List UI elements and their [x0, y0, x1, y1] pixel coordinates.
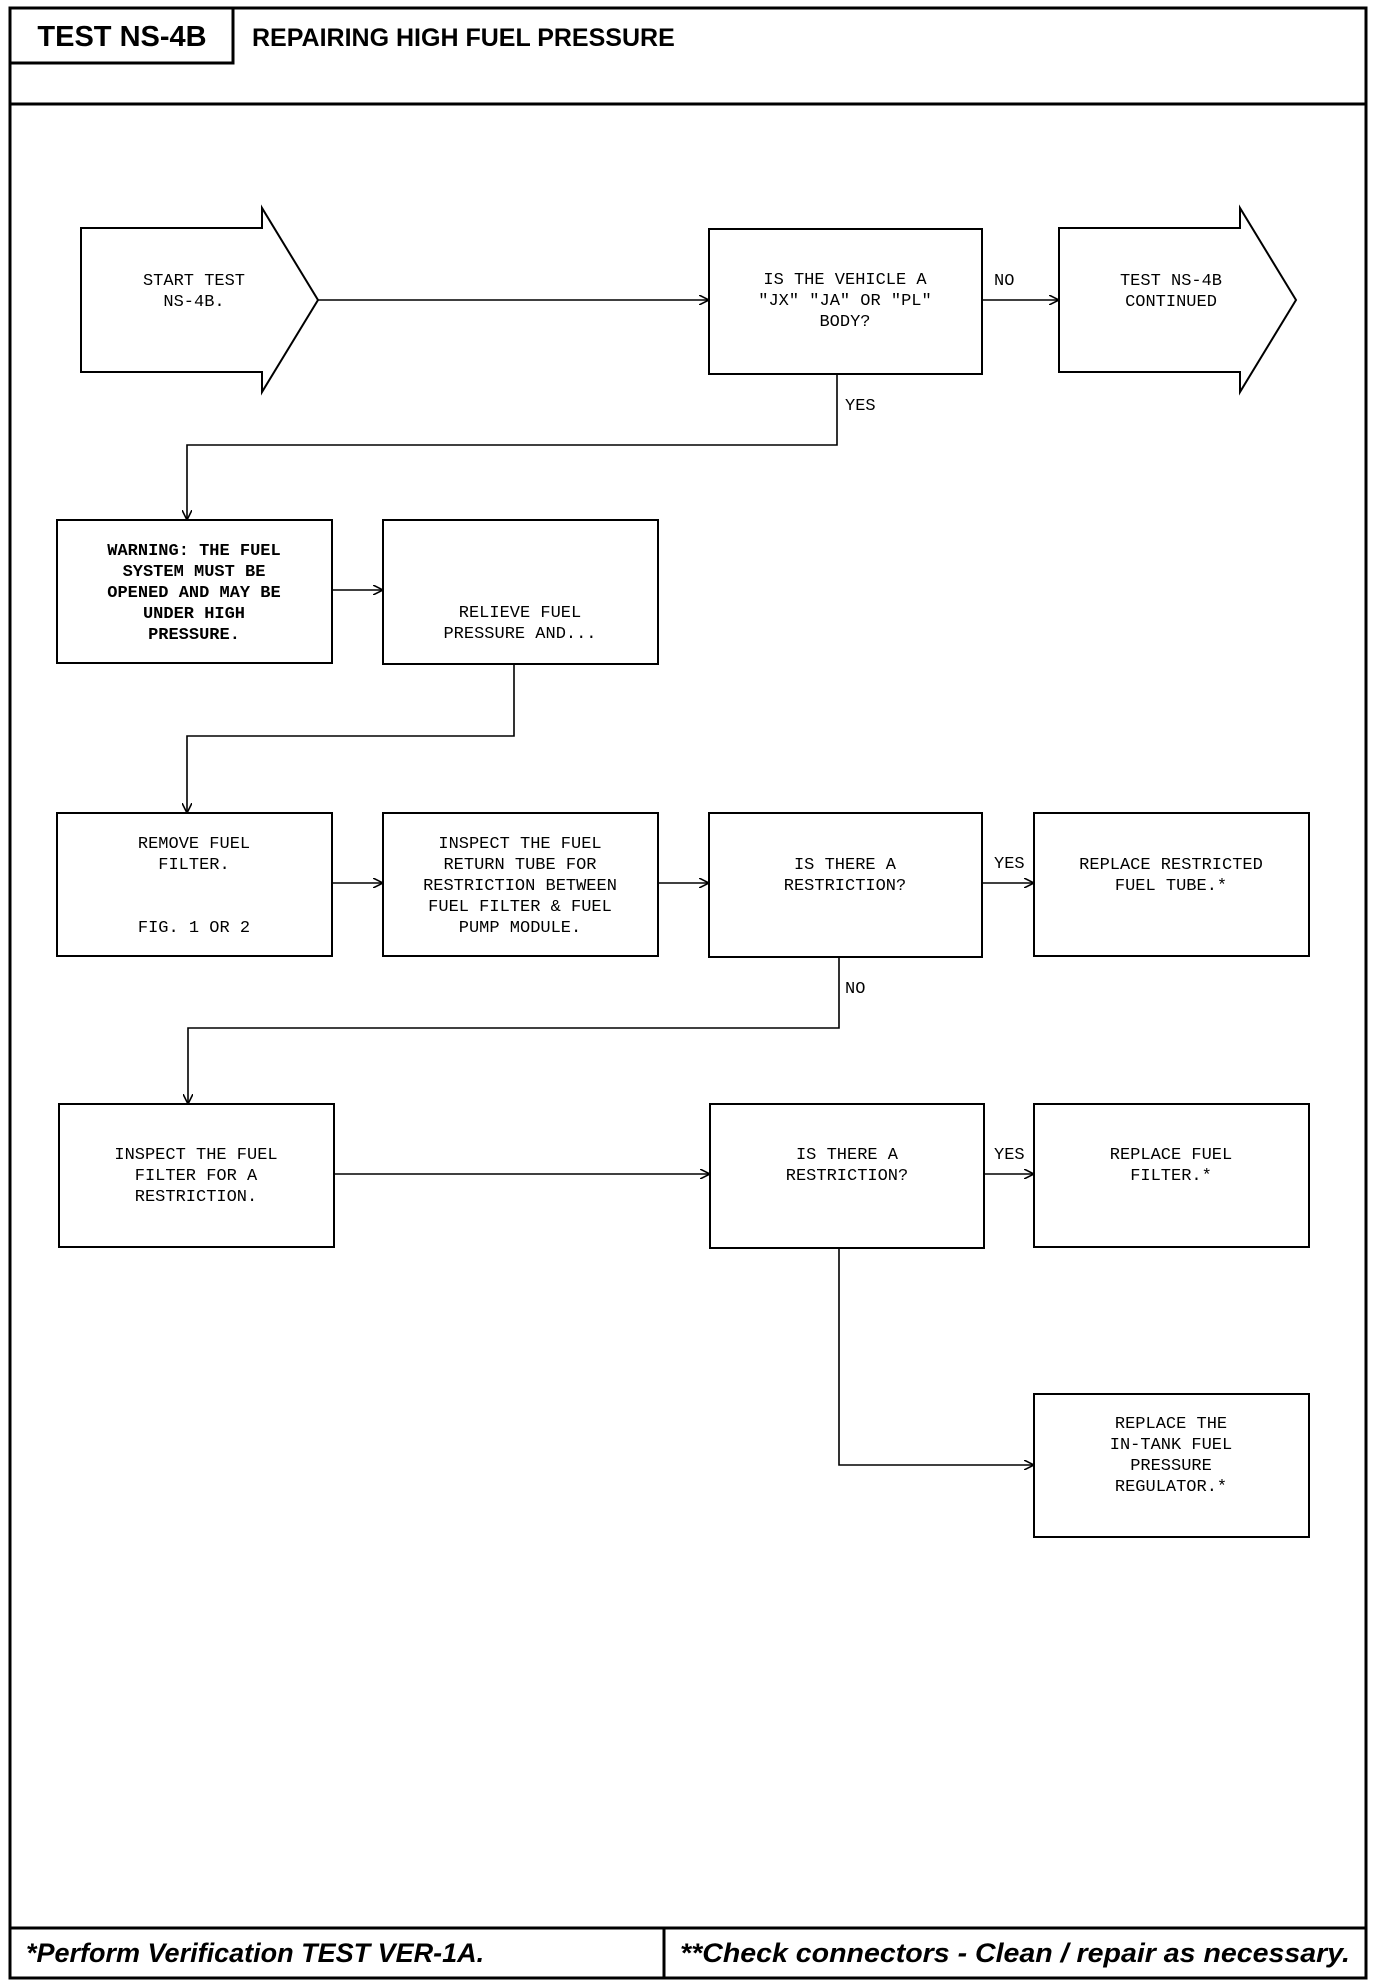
footer-note-connectors: **Check connectors - Clean / repair as n… [680, 1938, 1350, 1968]
warning-line: WARNING: THE FUEL [107, 542, 280, 561]
node-line: PRESSURE [1130, 1457, 1212, 1476]
node-line: REGULATOR.* [1115, 1478, 1227, 1497]
connectors [187, 300, 1059, 1465]
node-line: "JX" "JA" OR "PL" [758, 292, 931, 311]
inspect-filter-node: INSPECT THE FUEL FILTER FOR A RESTRICTIO… [58, 1103, 335, 1248]
edge-labels: NO YES YES NO YES [845, 272, 1025, 1165]
label-no: NO [845, 980, 865, 999]
node-line: FILTER. [158, 856, 229, 875]
warning-line: UNDER HIGH [143, 605, 245, 624]
footer-note-verification: *Perform Verification TEST VER-1A. [26, 1938, 484, 1968]
node-line: RESTRICTION BETWEEN [423, 877, 617, 896]
inspect-return-tube-node: INSPECT THE FUEL RETURN TUBE FOR RESTRIC… [382, 812, 659, 957]
node-line: RESTRICTION? [784, 877, 906, 896]
node-line: PRESSURE AND... [443, 625, 596, 644]
node-line: BODY? [819, 313, 870, 332]
footer: *Perform Verification TEST VER-1A. **Che… [10, 1926, 1366, 1978]
remove-filter-node: REMOVE FUEL FILTER. FIG. 1 OR 2 [56, 812, 333, 957]
node-line: REPLACE FUEL [1110, 1146, 1232, 1165]
arrow-relieve-to-remove-filter [187, 664, 515, 813]
test-continued-node: TEST NS-4B CONTINUED [1058, 204, 1298, 396]
replace-regulator-node: REPLACE THE IN-TANK FUEL PRESSURE REGULA… [1033, 1393, 1310, 1538]
node-line: REPLACE RESTRICTED [1079, 856, 1263, 875]
label-yes: YES [845, 397, 876, 416]
header: TEST NS-4B REPAIRING HIGH FUEL PRESSURE [8, 6, 1366, 106]
warning-line: OPENED AND MAY BE [107, 584, 280, 603]
page-title: REPAIRING HIGH FUEL PRESSURE [252, 24, 675, 52]
warning-node: WARNING: THE FUEL SYSTEM MUST BE OPENED … [56, 519, 333, 664]
node-line: RESTRICTION? [786, 1167, 908, 1186]
node-line: CONTINUED [1125, 293, 1217, 312]
node-line: INSPECT THE FUEL [438, 835, 601, 854]
node-line: RELIEVE FUEL [459, 604, 581, 623]
warning-line: SYSTEM MUST BE [123, 563, 266, 582]
page-border [8, 6, 1368, 1980]
node-line: REMOVE FUEL [138, 835, 250, 854]
label-yes: YES [994, 855, 1025, 874]
node-line: NS-4B. [163, 293, 224, 312]
warning-line: PRESSURE. [148, 626, 240, 645]
node-line: RESTRICTION. [135, 1188, 257, 1207]
arrow-no-to-replace-regulator [838, 1248, 1034, 1465]
node-line: INSPECT THE FUEL [114, 1146, 277, 1165]
test-id-box [8, 6, 235, 65]
test-id: TEST NS-4B [37, 21, 206, 53]
figure-reference: FIG. 1 OR 2 [138, 919, 250, 938]
node-line: START TEST [143, 272, 245, 291]
node-line: FILTER FOR A [135, 1167, 258, 1186]
replace-tube-node: REPLACE RESTRICTED FUEL TUBE.* [1033, 812, 1310, 957]
filter-restriction-question-node: IS THERE A RESTRICTION? [709, 1103, 985, 1249]
vehicle-body-question-node: IS THE VEHICLE A "JX" "JA" OR "PL" BODY? [708, 228, 983, 375]
node-line: TEST NS-4B [1120, 272, 1222, 291]
node-line: IN-TANK FUEL [1110, 1436, 1232, 1455]
node-line: IS THERE A [796, 1146, 899, 1165]
node-line: PUMP MODULE. [459, 919, 581, 938]
arrow-no-to-inspect-filter [188, 957, 840, 1104]
restriction-question-node: IS THERE A RESTRICTION? [708, 812, 983, 958]
node-line: IS THERE A [794, 856, 897, 875]
node-line: REPLACE THE [1115, 1415, 1227, 1434]
relieve-pressure-node: RELIEVE FUEL PRESSURE AND... [382, 519, 659, 665]
start-test-node: START TEST NS-4B. [80, 204, 320, 396]
arrow-yes-to-warning [187, 374, 838, 520]
replace-filter-node: REPLACE FUEL FILTER.* [1033, 1103, 1310, 1248]
node-line: FUEL TUBE.* [1115, 877, 1227, 896]
label-no: NO [994, 272, 1014, 291]
node-line: FUEL FILTER & FUEL [428, 898, 612, 917]
node-line: FILTER.* [1130, 1167, 1212, 1186]
label-yes: YES [994, 1146, 1025, 1165]
node-line: IS THE VEHICLE A [763, 271, 927, 290]
node-line: RETURN TUBE FOR [443, 856, 596, 875]
